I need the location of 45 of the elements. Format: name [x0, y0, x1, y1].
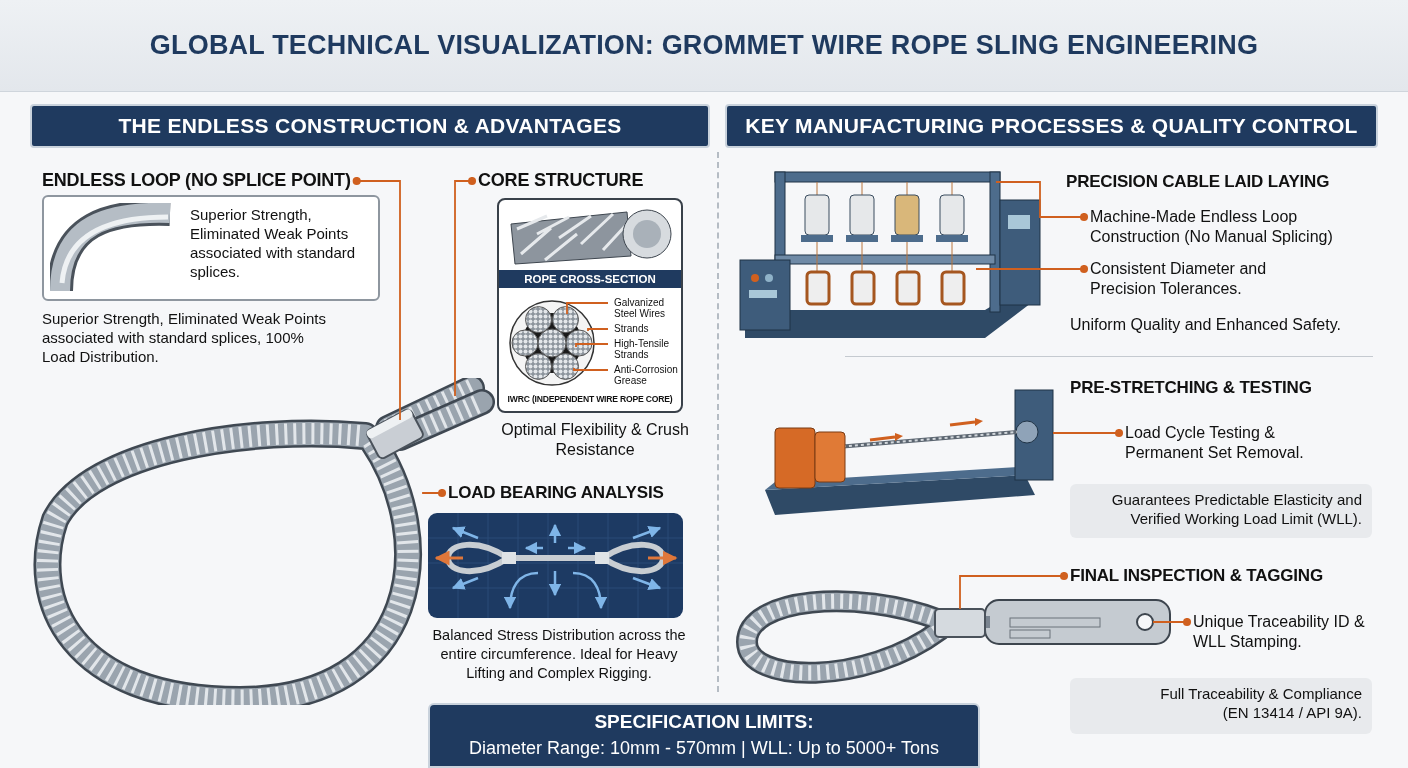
cross-section-drawing	[508, 299, 596, 387]
description-text: Machine-Made Endless Loop Construction (No Manual Splicing)	[1090, 207, 1370, 247]
leader-line	[573, 367, 609, 371]
section-heading: LOAD BEARING ANALYSIS	[448, 483, 664, 503]
spec-panel	[428, 703, 980, 768]
note-card: Full Traceability & Compliance (EN 13414 / API 9A).	[1070, 678, 1372, 734]
description-text: Load Cycle Testing & Permanent Set Removal.	[1125, 423, 1325, 463]
leader-line	[1152, 617, 1192, 627]
leader-line	[959, 571, 1069, 610]
description-text: Uniform Quality and Enhanced Safety.	[1070, 316, 1342, 334]
section-heading: ENDLESS LOOP (NO SPLICE POINT)	[42, 170, 351, 191]
section-heading: CORE STRUCTURE	[478, 170, 644, 191]
section-banner: KEY MANUFACTURING PROCESSES & QUALITY CONTROL	[725, 104, 1378, 148]
callout-label: Anti-Corrosion Grease	[614, 364, 684, 386]
section-banner: THE ENDLESS CONSTRUCTION & ADVANTAGES	[30, 104, 710, 148]
section-heading: PRE-STRETCHING & TESTING	[1070, 378, 1312, 398]
section-heading: FINAL INSPECTION & TAGGING	[1070, 566, 1323, 586]
leader-line	[454, 176, 477, 397]
cross-section-card	[497, 198, 683, 413]
callout-label: Strands	[614, 323, 684, 334]
description-text: Consistent Diameter and Precision Tolerances.	[1090, 259, 1305, 299]
leader-line	[975, 264, 1089, 274]
description-text: Optimal Flexibility & Crush Resistance	[500, 420, 690, 460]
leader-line	[1052, 428, 1124, 438]
leader-line	[587, 328, 609, 332]
leader-line	[422, 488, 447, 498]
load-diagram-drawing	[428, 513, 683, 618]
page-title: GLOBAL TECHNICAL VISUALIZATION: GROMMET WIRE ROPE SLING ENGINEERING	[148, 30, 1260, 61]
leader-line	[352, 176, 401, 421]
note-card: Guarantees Predictable Elasticity and Verified Working Load Limit (WLL).	[1070, 484, 1372, 538]
leader-line	[575, 343, 609, 348]
description-text: Superior Strength, Eliminated Weak Points associated with standard splices.	[190, 205, 357, 281]
callout-label: High-Tensile Strands	[614, 338, 684, 360]
panel-caption: IWRC (INDEPENDENT WIRE ROPE CORE)	[506, 394, 674, 404]
callout-label: Galvanized Steel Wires	[614, 297, 684, 319]
leader-line	[995, 181, 1089, 222]
panel-title: SPECIFICATION LIMITS:	[593, 711, 815, 733]
description-text: Superior Strength, Eliminated Weak Points associated with standard splices, 100% Load Distribution.	[42, 309, 327, 366]
leader-line	[566, 302, 609, 315]
info-card	[42, 195, 380, 301]
panel-header: ROPE CROSS-SECTION	[499, 270, 681, 288]
description-text: Balanced Stress Distribution across the entire circumference. Ideal for Heavy Lifting and Complex Rigging.	[431, 626, 687, 683]
spec-text: Diameter Range: 10mm - 570mm | WLL: Up to 5000+ Tons	[467, 738, 941, 759]
section-heading: PRECISION CABLE LAID LAYING	[1066, 172, 1330, 192]
description-text: Unique Traceability ID & WLL Stamping.	[1193, 612, 1373, 652]
